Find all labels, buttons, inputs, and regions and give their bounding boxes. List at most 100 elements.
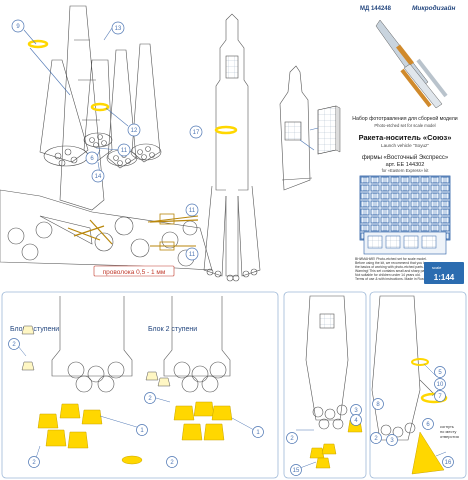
product-name-en: Launch vehicle "Soyuz"	[381, 143, 429, 148]
callout-2a: 2	[8, 338, 20, 350]
svg-text:11: 11	[121, 148, 128, 154]
bend-note-2: по месту	[440, 429, 456, 434]
wire-detail	[67, 219, 199, 245]
svg-text:12: 12	[131, 128, 138, 134]
callout-10: 10	[434, 378, 446, 390]
callout-2f: 2	[370, 432, 382, 444]
warning-line-0: ВНИМАНИЕ! Photo-etched set for scale mod…	[355, 257, 427, 261]
callout-5: 5	[434, 366, 446, 378]
callout-2e: 2	[286, 432, 298, 444]
kit-article-en: for «Eastern Express» kit	[382, 168, 430, 173]
callout-12: 12	[127, 123, 141, 137]
callout-8: 8	[372, 398, 384, 410]
svg-text:2: 2	[148, 396, 152, 402]
svg-text:10: 10	[437, 382, 444, 388]
svg-text:3: 3	[390, 438, 394, 444]
warning-line-5: Terms of use & with instructions. Made i…	[355, 277, 429, 281]
warning-block: ВНИМАНИЕ! Photo-etched set for scale mod…	[355, 257, 431, 281]
bend-note-3: отверстия	[440, 434, 459, 439]
callout-2b: 2	[28, 456, 40, 468]
svg-text:15: 15	[293, 468, 300, 474]
callout-2d: 2	[166, 456, 178, 468]
callout-3: 3	[350, 404, 362, 416]
bend-note-1: согнуть	[440, 424, 454, 429]
brand-name: Микродизайн	[412, 4, 456, 12]
product-name-ru: Ракета-носитель «Союз»	[359, 133, 452, 142]
callout-16: 16	[442, 456, 454, 468]
callout-13: 13	[111, 21, 125, 35]
engine-detail-view	[0, 189, 213, 271]
callout-7: 7	[434, 390, 446, 402]
callout-9: 9	[11, 19, 25, 33]
svg-text:14: 14	[95, 174, 102, 180]
product-rocket-image	[375, 19, 448, 109]
stage2-nozzle-rings	[173, 401, 233, 441]
grid-panel-part	[317, 105, 341, 155]
callout-1a: 1	[136, 424, 148, 436]
rocket-side-view	[203, 13, 261, 282]
stage1-title: Блок 1 ступени	[10, 326, 59, 333]
svg-text:1: 1	[256, 430, 260, 436]
callout-6: 6	[85, 151, 99, 165]
warning-line-3: Warning! This set contains small and sha…	[355, 269, 429, 273]
svg-text:13: 13	[115, 26, 122, 32]
assembly-b-cone	[411, 431, 445, 475]
wire-parts-inset	[147, 213, 199, 251]
svg-text:7: 7	[438, 394, 442, 400]
panel-stage-blocks	[1, 291, 279, 479]
callout-11c: 11	[185, 247, 199, 261]
small-pe-cups	[21, 325, 171, 387]
pe-rings	[27, 39, 110, 112]
warning-line-4: Not suitable for children under 14 years…	[355, 273, 421, 277]
stage1-nozzle-rings	[37, 403, 143, 465]
svg-text:2: 2	[12, 342, 16, 348]
svg-text:17: 17	[193, 130, 200, 136]
svg-text:16: 16	[445, 460, 452, 466]
stage1-block	[51, 296, 133, 393]
callout-14: 14	[91, 169, 105, 183]
svg-text:8: 8	[376, 402, 380, 408]
callout-11a: 11	[117, 143, 131, 157]
svg-text:6: 6	[90, 156, 94, 162]
capsule-view	[279, 65, 313, 191]
warning-line-1: Before using the kit, we recommend that …	[355, 261, 431, 265]
wire-note-box	[93, 265, 175, 277]
kit-manufacturer: фирмы «Восточный Экспресс»	[362, 154, 449, 161]
svg-text:6: 6	[426, 422, 430, 428]
callout-4: 4	[350, 414, 362, 426]
svg-text:11: 11	[189, 208, 196, 214]
callout-17: 17	[189, 125, 203, 139]
product-code: МД 144248	[360, 6, 392, 12]
panel-stage-assembly-b	[369, 291, 467, 479]
stage-assembly-a-view	[305, 295, 349, 430]
svg-text:2: 2	[290, 436, 294, 442]
svg-text:2: 2	[374, 436, 378, 442]
svg-text:2: 2	[170, 460, 174, 466]
product-title-en: Photo-etched set for scale model	[374, 123, 435, 128]
svg-text:4: 4	[354, 418, 358, 424]
warning-line-2: the basics of working with photo-etched …	[355, 265, 424, 269]
scale-tag: scale	[432, 265, 442, 270]
booster-assembly-view	[39, 5, 162, 211]
product-title-ru: Набор фотот­равления для сборной модели	[352, 115, 457, 122]
pe-fret	[359, 175, 451, 255]
scale-value: 1:144	[434, 273, 455, 282]
stage2-block	[163, 296, 231, 393]
assembly-a-pe-cups	[309, 419, 363, 469]
wire-note: проволока 0,5 - 1 мм	[103, 269, 166, 276]
callouts: 9 13 12 6 14 11 17 11 11 2 2 1 2 2 1 3 4…	[8, 19, 454, 476]
svg-text:2: 2	[32, 460, 36, 466]
panel-stage-assembly-a	[283, 291, 367, 479]
pe-ring-17	[214, 125, 238, 135]
scale-badge	[424, 262, 464, 284]
stage2-title: Блок 2 ступени	[148, 326, 197, 333]
callout-1b: 1	[252, 426, 264, 438]
callout-2c: 2	[144, 392, 156, 404]
stage-assembly-b-view	[371, 295, 441, 441]
kit-article: арт. ЕЕ 144302	[386, 162, 425, 168]
svg-text:5: 5	[438, 370, 442, 376]
callout-11b: 11	[185, 203, 199, 217]
svg-text:9: 9	[16, 24, 20, 30]
svg-text:1: 1	[140, 428, 144, 434]
